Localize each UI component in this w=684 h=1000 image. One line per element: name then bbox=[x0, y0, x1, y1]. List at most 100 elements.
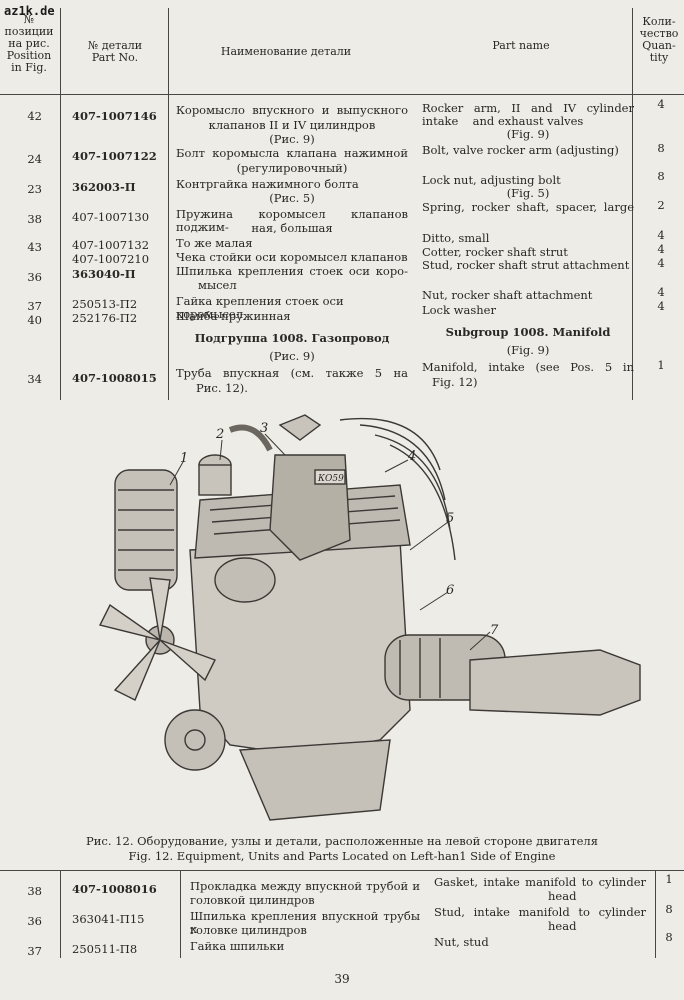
row-name-en: Nut, stud bbox=[434, 935, 489, 949]
row-position: 40 bbox=[27, 313, 42, 327]
col-divider bbox=[168, 8, 169, 400]
row-name-ru: (Рис. 5) bbox=[269, 191, 315, 205]
row-name-ru: мысел bbox=[198, 278, 237, 292]
callout-5: 5 bbox=[446, 511, 454, 526]
header-qty-line: tity bbox=[649, 51, 669, 64]
row-part-no: 407-1007146 bbox=[72, 109, 157, 123]
row-name-en: Rocker arm, II and IV cylinder intake bbox=[422, 101, 634, 128]
header-qty-line: Коли- bbox=[642, 15, 676, 28]
row-name-en: Gasket, intake manifold to cylinder bbox=[434, 875, 646, 889]
row-name-en: and exhaust valves bbox=[472, 114, 584, 128]
row-name-ru: Труба впускная (см. также 5 на bbox=[176, 366, 408, 380]
header-part-no-line: Part No. bbox=[91, 51, 139, 64]
row-name-en: Ditto, small bbox=[422, 231, 490, 245]
site-watermark: az1k.de bbox=[4, 4, 55, 18]
row-name-en: head bbox=[548, 919, 577, 933]
row-qty: 4 bbox=[657, 228, 665, 242]
row-part-no: 252176-П2 bbox=[72, 311, 138, 325]
row-name-en: Fig. 12) bbox=[432, 375, 478, 389]
row-qty: 2 bbox=[657, 198, 665, 212]
carburetor-label-plate: КО59 bbox=[317, 474, 344, 484]
header-position-line: на рис. bbox=[8, 37, 50, 50]
row-name-en: head bbox=[548, 889, 577, 903]
row-position: 42 bbox=[27, 109, 42, 123]
row-name-en: (Fig. 9) bbox=[506, 127, 550, 141]
row-name-ru: клапанов II и IV цилиндров bbox=[208, 118, 376, 132]
cooling-fan bbox=[98, 577, 216, 701]
row-name-en: Nut, rocker shaft attachment bbox=[422, 288, 593, 302]
col-divider bbox=[632, 8, 633, 400]
row-name-en: Stud, rocker shaft strut attachment bbox=[422, 258, 630, 272]
row-part-no: 363040-П bbox=[72, 267, 136, 281]
row-qty: 1 bbox=[665, 872, 673, 886]
header-part-no-line: № детали bbox=[87, 39, 143, 52]
row-qty: 8 bbox=[657, 169, 665, 183]
row-name-ru: Коромысло впускного и выпускного bbox=[176, 103, 408, 117]
header-qty-line: Quan- bbox=[642, 39, 676, 52]
row-qty: 4 bbox=[657, 299, 665, 313]
row-position: 34 bbox=[27, 372, 42, 386]
row-name-en: Lock nut, adjusting bolt bbox=[422, 173, 561, 187]
row-name-en: Spring, rocker shaft, spacer, large bbox=[422, 200, 634, 214]
crank-pulley bbox=[164, 709, 226, 771]
engine-illustration: 1 2 3 4 5 6 7 КО59 bbox=[98, 414, 641, 821]
page-number: 39 bbox=[334, 972, 350, 986]
row-name-ru: Прокладка между впускной трубой и bbox=[190, 879, 420, 893]
header-position-line: Position bbox=[6, 49, 52, 62]
row-part-no: 407-1007132 bbox=[72, 238, 150, 252]
row-part-no: 250511-П8 bbox=[72, 942, 138, 956]
row-name-ru: Гайка крепления стоек оси коромысел bbox=[176, 294, 344, 321]
row-name-ru: (регулировочный) bbox=[236, 161, 348, 175]
row-part-no: 407-1007122 bbox=[72, 149, 157, 163]
row-name-en: Lock washer bbox=[422, 303, 496, 317]
row-name-en: (Fig. 5) bbox=[506, 186, 550, 200]
callout-3: 3 bbox=[260, 421, 268, 436]
row-qty: 4 bbox=[657, 285, 665, 299]
row-position: 38 bbox=[27, 884, 42, 898]
header-qty-line: чество bbox=[639, 27, 679, 40]
col-divider bbox=[60, 870, 61, 958]
header-position: № позиции на рис. Position in Fig. bbox=[0, 14, 58, 74]
row-name-ru: Чека стойки оси коромысел клапанов bbox=[176, 250, 408, 264]
row-name-ru: головке цилиндров bbox=[190, 923, 307, 937]
row-part-no: 362003-П bbox=[72, 180, 136, 194]
row-name-ru: (Рис. 9) bbox=[269, 132, 315, 146]
row-name-ru: Шайба пружинная bbox=[176, 309, 291, 323]
header-name-en: Part name bbox=[492, 39, 550, 52]
row-name-ru: Гайка шпильки bbox=[190, 939, 285, 953]
row-name-en: Bolt, valve rocker arm (adjusting) bbox=[422, 143, 619, 157]
figure-caption-ru: Рис. 12. Оборудование, узлы и детали, ра… bbox=[86, 834, 598, 848]
row-name-ru: Пружина коромысел клапанов поджим- bbox=[176, 207, 408, 234]
subgroup-fig-ru: (Рис. 9) bbox=[269, 349, 315, 363]
row-part-no: 250513-П2 bbox=[72, 297, 138, 311]
row-position: 36 bbox=[27, 270, 42, 284]
row-name-en: Stud, intake manifold to cylinder bbox=[434, 905, 646, 919]
row-qty: 8 bbox=[657, 141, 665, 155]
row-qty: 1 bbox=[657, 358, 665, 372]
header-part-no: № детали Part No. bbox=[62, 40, 168, 64]
row-part-no: 407-1008016 bbox=[72, 882, 157, 896]
callout-1: 1 bbox=[180, 451, 188, 466]
row-name-ru: Контргайка нажимного болта bbox=[176, 177, 359, 191]
callout-6: 6 bbox=[446, 583, 454, 598]
row-position: 36 bbox=[27, 914, 42, 928]
callout-7: 7 bbox=[490, 623, 499, 638]
row-name-ru: Рис. 12). bbox=[196, 381, 248, 395]
subgroup-fig-en: (Fig. 9) bbox=[506, 343, 550, 357]
header-position-line: позиции bbox=[4, 25, 54, 38]
row-part-no: 407-1007130 bbox=[72, 210, 150, 224]
header-position-line: № bbox=[23, 13, 35, 26]
row-position: 37 bbox=[27, 944, 42, 958]
row-name-ru: То же малая bbox=[176, 236, 253, 250]
row-position: 38 bbox=[27, 212, 42, 226]
row-position: 43 bbox=[27, 240, 42, 254]
row-qty: 8 bbox=[665, 902, 673, 916]
gearbox bbox=[469, 649, 641, 716]
col-divider bbox=[60, 8, 61, 400]
callout-2: 2 bbox=[215, 427, 224, 442]
row-qty: 4 bbox=[657, 256, 665, 270]
col-divider bbox=[655, 870, 656, 958]
row-qty: 4 bbox=[657, 242, 665, 256]
row-name-ru: Шпилька крепления стоек оси коро- bbox=[176, 264, 408, 278]
row-name-ru: ная, большая bbox=[251, 221, 333, 235]
